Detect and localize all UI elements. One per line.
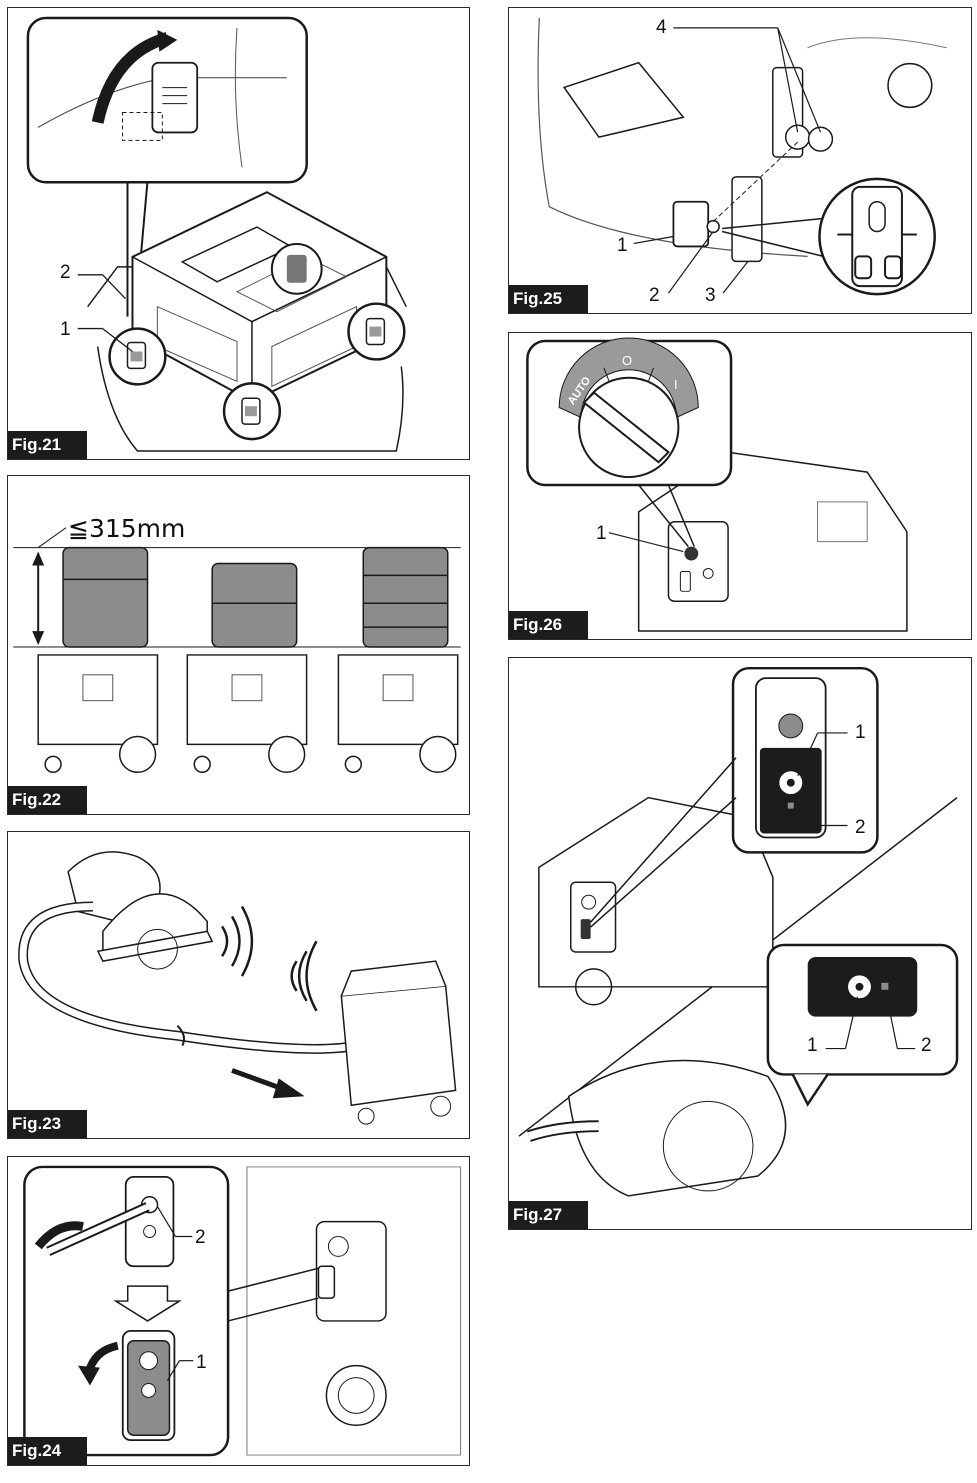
figure-22-panel: ≦315mm Fig.22 [7,475,470,815]
figure-27-panel: 1 2 1 2 Fig.27 [508,657,972,1230]
fig26-dial-on-label: I [674,377,678,392]
figure-21-panel: 2 1 Fig.21 [7,7,470,460]
figure-23-panel: Fig.23 [7,831,470,1139]
fig25-callout-4: 4 [656,17,667,38]
fig24-callout-1: 1 [196,1352,207,1373]
fig25-callout-1: 1 [617,235,628,256]
figure-26-panel: AUTO O I 1 Fig.26 [508,332,972,640]
fig22-max-height: ≦315mm [68,514,186,543]
fig27-top-callout-2: 2 [855,817,866,838]
figure-25-panel: 4 1 2 3 Fig.25 [508,7,972,314]
fig21-callout-2: 2 [60,262,71,283]
fig26-callout-1: 1 [596,523,607,544]
fig25-callout-2: 2 [649,285,660,306]
fig25-illustration [537,17,947,296]
fig21-label: Fig.21 [8,431,88,459]
fig27-bottom-callout-1: 1 [807,1035,818,1056]
fig23-illustration [18,851,457,1125]
fig23-label: Fig.23 [8,1110,88,1138]
fig21-illustration [26,16,407,452]
fig25-callout-3: 3 [705,285,716,306]
fig26-label: Fig.26 [509,611,589,639]
fig22-label: Fig.22 [8,786,88,814]
fig21-callout-1: 1 [60,319,71,340]
fig27-bottom-callout-2: 2 [921,1035,932,1056]
fig24-callout-2: 2 [195,1227,206,1248]
fig25-label: Fig.25 [509,285,589,313]
figure-24-panel: 2 1 Fig.24 [7,1156,470,1466]
fig27-illustration [518,666,959,1197]
fig26-illustration [526,337,908,632]
fig24-label: Fig.24 [8,1437,88,1465]
fig22-illustration [13,527,461,773]
fig27-top-callout-1: 1 [855,722,866,743]
fig24-illustration [23,1165,462,1457]
fig27-label: Fig.27 [509,1201,589,1229]
fig26-dial-off-label: O [622,353,633,368]
